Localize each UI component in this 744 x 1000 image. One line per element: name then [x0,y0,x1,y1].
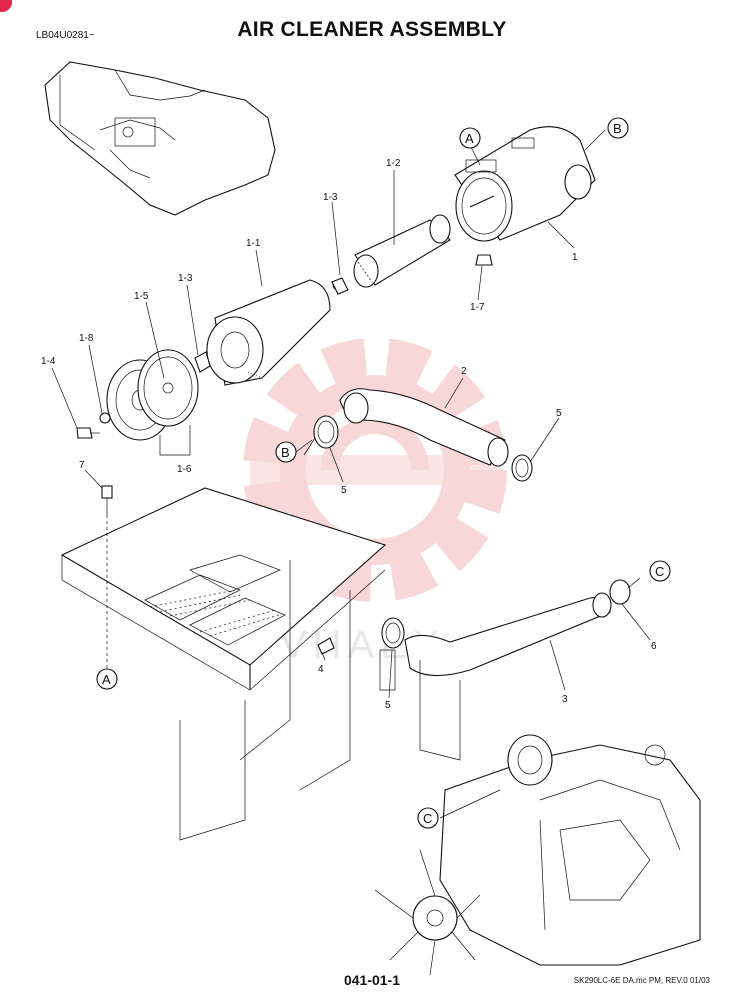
engine-block [439,734,701,966]
callout-5-left: 5 [341,485,347,496]
callout-1-8: 1-8 [79,333,94,344]
ref-a-left: A [96,668,118,690]
intake-hose-lower [404,592,612,677]
outer-filter-element [206,279,344,386]
ref-c-bottom: C [417,807,439,829]
mounting-bolt [101,485,113,515]
washer [99,412,111,424]
intake-hose-upper [339,388,509,467]
callout-6: 6 [651,641,657,652]
wing-bolt [76,427,100,439]
svg-text:C: C [423,811,432,826]
cleaner-cover [106,349,199,456]
svg-text:C: C [655,564,664,579]
svg-text:B: B [281,445,290,460]
engine-cover-overview [44,61,276,216]
ref-c-right: C [649,560,671,582]
wing-nut-lower [194,351,211,373]
mounting-frame [60,487,461,841]
inner-filter-element [353,214,451,288]
callout-1-5: 1-5 [134,291,149,302]
callout-5-lower: 5 [385,700,391,711]
leader-lines [51,129,651,819]
hose-clamp-turbo [609,579,631,605]
callout-4: 4 [318,664,324,675]
callout-1-4: 1-4 [41,356,56,367]
ref-b-left: B [275,439,313,463]
callout-1-3-upper: 1-3 [323,192,338,203]
revision-note: SK290LC-6E DA.mc PM, REV.0 01/03 [573,976,710,985]
callout-1-7: 1-7 [470,302,485,313]
page-number: 041-01-1 [343,972,401,988]
callout-1-2: 1-2 [386,158,401,169]
ref-b-top: B [607,117,629,139]
cooling-fan [374,849,481,976]
svg-text:A: A [102,672,111,687]
svg-text:A: A [465,131,474,146]
ref-a-top: A [459,127,481,149]
callout-3: 3 [562,694,568,705]
wing-nut-upper [331,277,349,295]
air-cleaner-body [454,126,596,266]
callout-1: 1 [572,252,578,263]
callout-1-3-lower: 1-3 [178,273,193,284]
radiator-grille [144,554,286,646]
restriction-sensor [317,637,335,655]
callout-1-1: 1-1 [246,238,261,249]
callout-2: 2 [461,366,467,377]
document-code: LB04U0281~ [36,30,95,41]
hose-clamp-lower [381,617,405,649]
hose-clamp-right [511,454,533,482]
callout-7: 7 [79,460,85,471]
callout-5-right: 5 [556,408,562,419]
page-title: AIR CLEANER ASSEMBLY [237,18,507,41]
callout-1-6: 1-6 [177,464,192,475]
corner-mark [0,0,12,12]
hose-clamp-left [313,415,339,449]
svg-text:B: B [613,121,622,136]
